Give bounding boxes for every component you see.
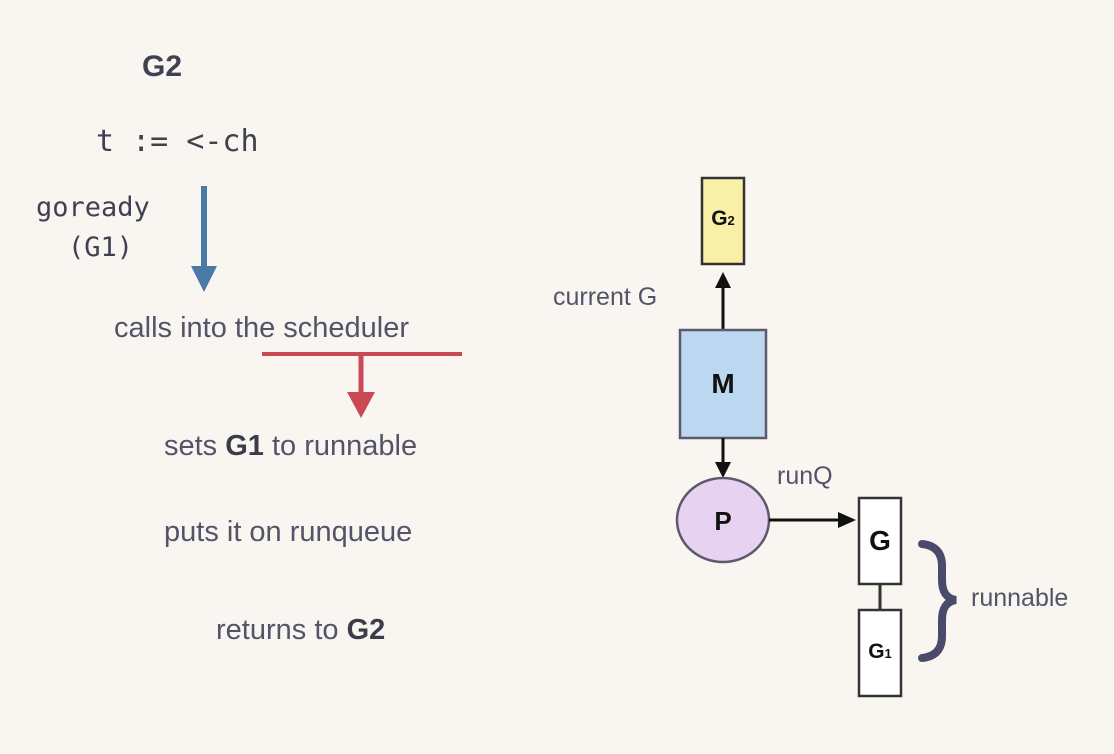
runnable-label: runnable [971,584,1069,612]
step-sets-runnable-suffix: to runnable [263,430,418,462]
step-returns-to-g2: returns to G2 [216,614,385,647]
p-node-label: P [714,506,732,536]
m-box [678,328,768,440]
step-sets-runnable: sets G1 to runnable [164,430,417,463]
step-puts-on-runqueue: puts it on runqueue [164,516,413,548]
step-calls-scheduler: calls into the scheduler [114,312,409,344]
channel-receive-code: t := <-ch [96,124,259,159]
g2-box [700,176,746,266]
red-branch-arrow [262,352,462,418]
g2-title: G2 [142,50,183,83]
runnable-brace [918,540,957,662]
m-box-label: M [711,368,735,399]
step-sets-runnable-g1: G1 [225,430,264,462]
blue-down-arrow [191,186,217,292]
step-returns-prefix: returns to [216,614,347,646]
step-sets-runnable-prefix: sets [164,430,226,462]
current-g-label: current G [553,283,658,311]
goready-argument: (G1) [68,232,134,263]
runq-g-box [857,496,903,586]
step-returns-g2: G2 [346,614,386,646]
g1-box [857,608,903,698]
runq-g-label: G [869,525,891,556]
g2-box-label: G2 [711,207,735,230]
m-to-p-arrow [715,438,731,478]
g1-box-label: G1 [868,640,892,663]
goready-call: goready [36,192,150,223]
m-to-g2-arrow [715,272,731,330]
runq-label: runQ [777,462,833,490]
p-to-runq-arrow [769,512,856,528]
